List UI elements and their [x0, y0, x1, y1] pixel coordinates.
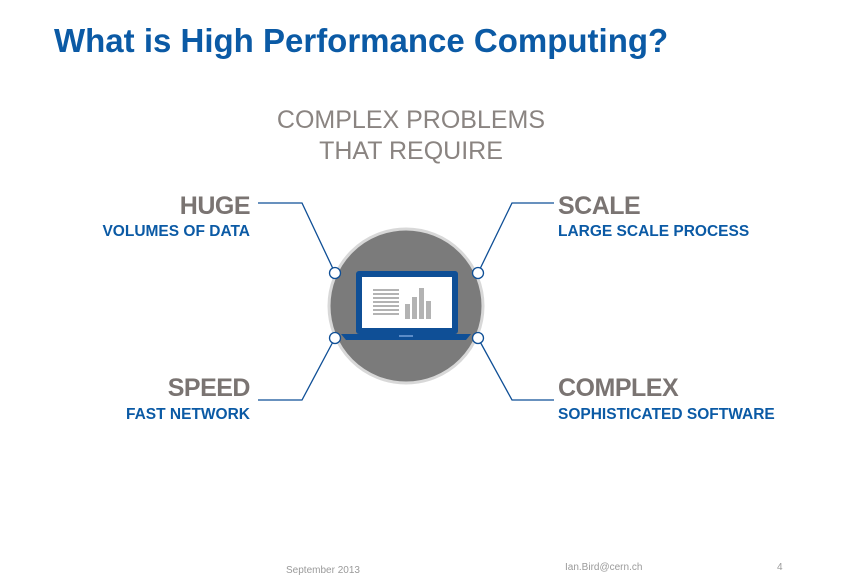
scale-heading: SCALE [558, 192, 641, 220]
speed-heading: SPEED [167, 374, 251, 402]
connector-speed [258, 337, 336, 401]
subtitle-line-1: COMPLEX PROBLEMS [276, 106, 546, 134]
footer-email: Ian.Bird@cern.ch [565, 562, 643, 573]
subtitle-line-2: THAT REQUIRE [319, 137, 503, 165]
laptop-chart-icon [341, 271, 471, 340]
connector-huge [258, 202, 336, 274]
speed-description: FAST NETWORK [126, 406, 250, 423]
huge-heading: HUGE [179, 192, 251, 220]
slide-title: What is High Performance Computing? [54, 22, 669, 59]
connector-scale [477, 202, 554, 274]
connector-dot-complex [471, 331, 485, 345]
scale-description: LARGE SCALE PROCESS [558, 223, 750, 240]
footer-page-number: 4 [777, 562, 783, 573]
footer-date: September 2013 [286, 565, 360, 576]
connector-complex [477, 337, 554, 401]
connector-dot-scale [471, 266, 485, 280]
complex-description: SOPHISTICATED SOFTWARE [558, 406, 775, 423]
huge-description: VOLUMES OF DATA [102, 223, 250, 240]
connector-dot-speed [328, 331, 342, 345]
connector-dot-huge [328, 266, 342, 280]
complex-heading: COMPLEX [558, 374, 679, 402]
